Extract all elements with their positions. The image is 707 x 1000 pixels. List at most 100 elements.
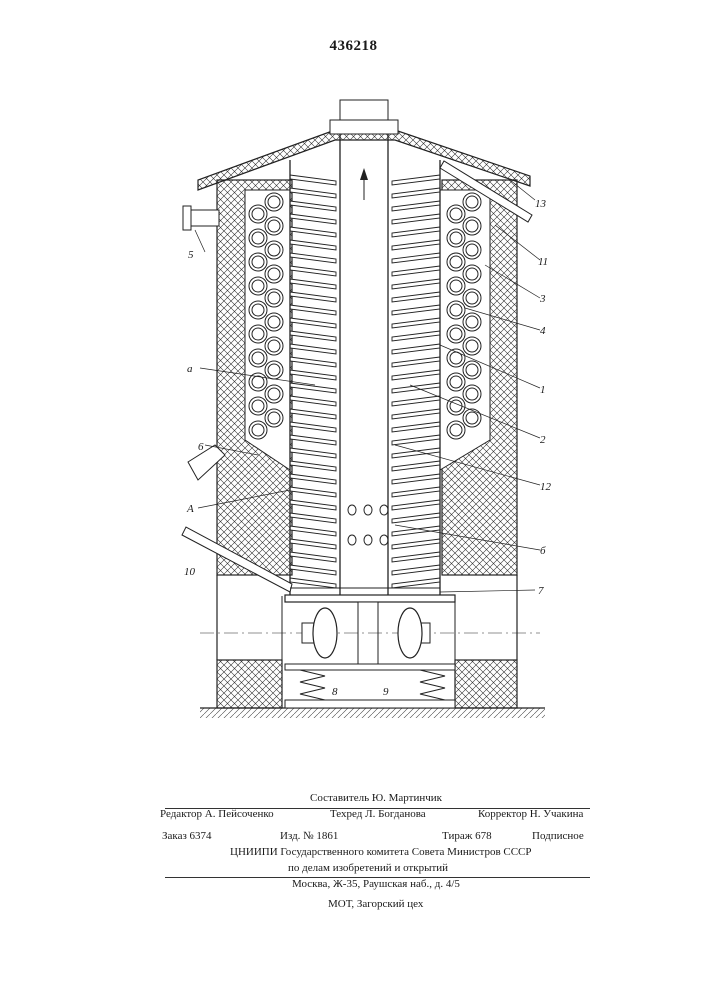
shelf-right bbox=[392, 565, 440, 575]
coil-tube bbox=[450, 424, 462, 436]
shelf-right bbox=[392, 305, 440, 315]
shelf-right bbox=[392, 396, 440, 406]
shelf-left bbox=[290, 487, 336, 497]
shelf-right bbox=[392, 240, 440, 250]
divider-top bbox=[165, 808, 590, 809]
shelf-left bbox=[290, 214, 336, 224]
shelf-left bbox=[290, 539, 336, 549]
shelf-right bbox=[392, 188, 440, 198]
coil-tube bbox=[466, 388, 478, 400]
shelf-left bbox=[290, 474, 336, 484]
shelf-right bbox=[392, 383, 440, 393]
circulation: Тираж 678 bbox=[442, 828, 492, 844]
shelf-left bbox=[290, 552, 336, 562]
label-b: б bbox=[540, 545, 546, 557]
shelf-right bbox=[392, 448, 440, 458]
shelf-right bbox=[392, 578, 440, 588]
shelves bbox=[290, 175, 440, 588]
shelf-left bbox=[290, 357, 336, 367]
printer: МОТ, Загорский цех bbox=[328, 896, 423, 912]
shelf-left bbox=[290, 396, 336, 406]
composer: Составитель Ю. Мартинчик bbox=[310, 790, 442, 806]
shelf-right bbox=[392, 487, 440, 497]
shelf-left bbox=[290, 513, 336, 523]
shelf-right bbox=[392, 266, 440, 276]
label-11: 11 bbox=[538, 256, 548, 268]
shelf-left bbox=[290, 435, 336, 445]
shelf-right bbox=[392, 539, 440, 549]
shelf-left bbox=[290, 422, 336, 432]
shelf-left bbox=[290, 188, 336, 198]
shelf-right bbox=[392, 201, 440, 211]
shelf-left bbox=[290, 370, 336, 380]
label-a: a bbox=[187, 363, 193, 375]
label-5: 5 bbox=[188, 249, 194, 261]
coil-tube bbox=[252, 232, 264, 244]
coil-tube bbox=[268, 340, 280, 352]
coil-tube bbox=[268, 364, 280, 376]
coil-tube bbox=[450, 232, 462, 244]
shelf-left bbox=[290, 461, 336, 471]
coil-tube bbox=[466, 412, 478, 424]
shelf-left bbox=[290, 253, 336, 263]
central-pipe bbox=[330, 100, 398, 595]
coil-tube bbox=[252, 304, 264, 316]
coil-tube bbox=[450, 328, 462, 340]
shelf-right bbox=[392, 422, 440, 432]
shelf-left bbox=[290, 266, 336, 276]
coil-tube bbox=[268, 388, 280, 400]
shelf-right bbox=[392, 214, 440, 224]
shelf-left bbox=[290, 227, 336, 237]
label-13: 13 bbox=[535, 198, 547, 210]
shelf-right bbox=[392, 370, 440, 380]
label-12: 12 bbox=[540, 481, 552, 493]
institute: ЦНИИПИ Государственного комитета Совета … bbox=[230, 844, 532, 860]
coil-tube bbox=[466, 340, 478, 352]
shelf-right bbox=[392, 227, 440, 237]
shelf-left bbox=[290, 240, 336, 250]
shelf-left bbox=[290, 331, 336, 341]
shelf-right bbox=[392, 318, 440, 328]
coil-tube bbox=[450, 304, 462, 316]
label-1: 1 bbox=[540, 384, 546, 396]
coil-tube bbox=[252, 376, 264, 388]
shelf-left bbox=[290, 279, 336, 289]
shelf-left bbox=[290, 565, 336, 575]
label-7: 7 bbox=[538, 585, 544, 597]
shelf-right bbox=[392, 253, 440, 263]
shelf-left bbox=[290, 175, 336, 185]
coil-tube bbox=[466, 196, 478, 208]
coil-tube bbox=[466, 268, 478, 280]
shelf-right bbox=[392, 175, 440, 185]
shelf-left bbox=[290, 526, 336, 536]
coil-tube bbox=[268, 220, 280, 232]
shelf-right bbox=[392, 500, 440, 510]
shelf-left bbox=[290, 448, 336, 458]
shelf-right bbox=[392, 292, 440, 302]
shelf-left bbox=[290, 292, 336, 302]
coil-tube bbox=[268, 268, 280, 280]
coil-tube bbox=[466, 292, 478, 304]
divider-bottom bbox=[165, 877, 590, 878]
shelf-right bbox=[392, 344, 440, 354]
label-4: 4 bbox=[540, 325, 546, 337]
shelf-right bbox=[392, 461, 440, 471]
shelf-left bbox=[290, 201, 336, 211]
coil-tube bbox=[268, 244, 280, 256]
coil-tube bbox=[450, 280, 462, 292]
coil-tube bbox=[252, 280, 264, 292]
coil-tube bbox=[268, 316, 280, 328]
subscription: Подписное bbox=[532, 828, 584, 844]
technical-drawing: 5 13 11 3 4 1 a 2 6 12 A б 10 7 8 9 bbox=[0, 0, 707, 780]
coil-tube bbox=[466, 316, 478, 328]
coil-tube bbox=[450, 208, 462, 220]
shelf-left bbox=[290, 500, 336, 510]
shelf-right bbox=[392, 526, 440, 536]
coil-tube bbox=[466, 244, 478, 256]
order: Заказ 6374 bbox=[162, 828, 212, 844]
label-10: 10 bbox=[184, 566, 196, 578]
shelf-left bbox=[290, 344, 336, 354]
label-9: 9 bbox=[383, 686, 389, 698]
edition: Изд. № 1861 bbox=[280, 828, 338, 844]
shelf-right bbox=[392, 435, 440, 445]
